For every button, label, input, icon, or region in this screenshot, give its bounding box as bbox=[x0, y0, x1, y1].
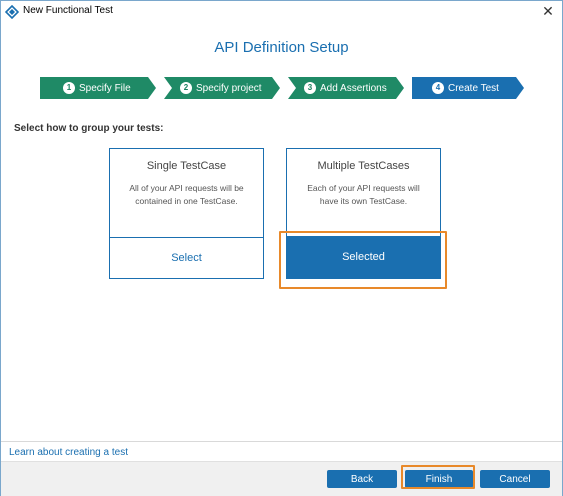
group-prompt: Select how to group your tests: bbox=[14, 123, 164, 134]
step-label: Specify project bbox=[196, 82, 262, 94]
step-number: 3 bbox=[304, 82, 316, 94]
window-title: New Functional Test bbox=[23, 5, 113, 16]
card-divider bbox=[110, 237, 263, 238]
step-specify-file: 1 Specify File bbox=[40, 77, 156, 99]
step-create-test: 4 Create Test bbox=[412, 77, 524, 99]
title-bar: New Functional Test ✕ bbox=[1, 1, 562, 23]
readyapi-icon bbox=[5, 5, 19, 19]
learn-link[interactable]: Learn about creating a test bbox=[9, 447, 128, 458]
option-title: Multiple TestCases bbox=[317, 160, 410, 172]
finish-button[interactable]: Finish bbox=[405, 470, 473, 488]
option-description: Each of your API requests will have its … bbox=[307, 183, 420, 206]
step-label: Create Test bbox=[448, 82, 499, 94]
footer-divider bbox=[1, 441, 562, 442]
wizard-steps: 1 Specify File 2 Specify project 3 Add A… bbox=[40, 77, 540, 99]
finish-highlight bbox=[401, 465, 475, 489]
step-add-assertions: 3 Add Assertions bbox=[288, 77, 404, 99]
step-number: 2 bbox=[180, 82, 192, 94]
cancel-button[interactable]: Cancel bbox=[480, 470, 550, 488]
option-multiple-testcases: Multiple TestCases Each of your API requ… bbox=[286, 148, 441, 279]
step-number: 4 bbox=[432, 82, 444, 94]
option-single-testcase: Single TestCase All of your API requests… bbox=[109, 148, 264, 279]
step-label: Specify File bbox=[79, 82, 131, 94]
selected-button[interactable]: Selected bbox=[287, 236, 440, 278]
step-number: 1 bbox=[63, 82, 75, 94]
page-title: API Definition Setup bbox=[214, 39, 349, 56]
button-bar: Back Finish Cancel bbox=[1, 461, 562, 496]
step-specify-project: 2 Specify project bbox=[164, 77, 280, 99]
step-label: Add Assertions bbox=[320, 82, 387, 94]
select-button[interactable]: Select bbox=[171, 252, 202, 264]
close-icon[interactable]: ✕ bbox=[542, 3, 554, 19]
back-button[interactable]: Back bbox=[327, 470, 397, 488]
option-title: Single TestCase bbox=[146, 160, 227, 172]
option-description: All of your API requests will be contain… bbox=[129, 183, 244, 206]
selected-highlight bbox=[279, 231, 447, 289]
